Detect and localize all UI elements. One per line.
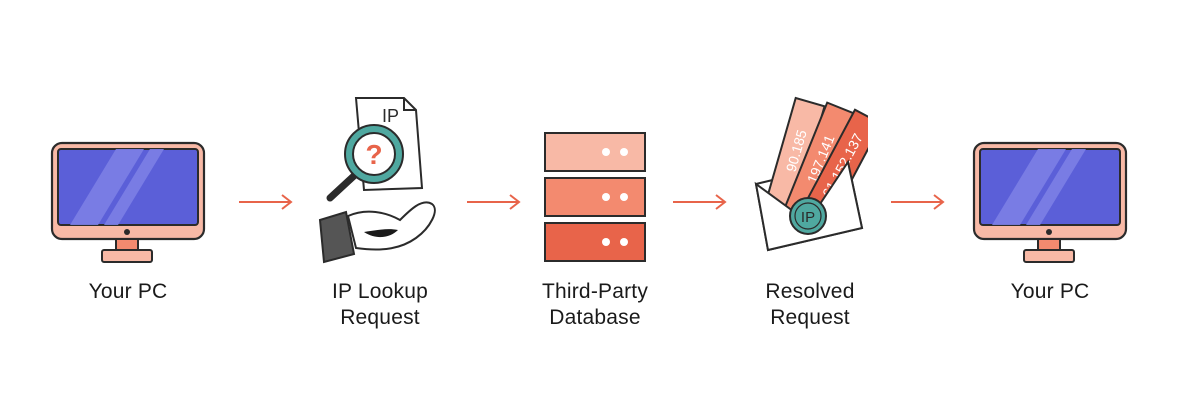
flow-arrow-1 xyxy=(239,194,293,210)
seal-ip-text: IP xyxy=(801,209,815,226)
step-label-third-party-database: Third-Party Database xyxy=(515,279,675,331)
label-line: Your PC xyxy=(1010,280,1090,303)
label-line: Request xyxy=(340,306,420,329)
label-line: Request xyxy=(770,306,850,329)
flow-arrow-2 xyxy=(467,194,521,210)
step-label-your-pc-2: Your PC xyxy=(980,279,1120,305)
database-icon xyxy=(544,132,646,262)
step-label-resolved-request: Resolved Request xyxy=(740,279,880,331)
monitor-icon xyxy=(50,141,206,263)
doc-ip-text: IP xyxy=(382,106,399,126)
label-line: Third-Party xyxy=(541,280,649,303)
magnifier-question-mark: ? xyxy=(365,139,382,170)
step-label-ip-lookup-request: IP Lookup Request xyxy=(305,279,455,331)
label-line: Database xyxy=(549,306,641,329)
label-line: Resolved xyxy=(765,280,855,303)
ip-lookup-icon: IP ? xyxy=(318,97,436,264)
step-label-your-pc-1: Your PC xyxy=(58,279,198,305)
label-line: IP Lookup xyxy=(332,280,428,303)
label-line: Your PC xyxy=(88,280,168,303)
envelope-icon: 90.185 197.141 61.152.137 IP xyxy=(754,96,868,252)
flow-arrow-4 xyxy=(891,194,945,210)
monitor-icon xyxy=(972,141,1128,263)
flow-arrow-3 xyxy=(673,194,727,210)
